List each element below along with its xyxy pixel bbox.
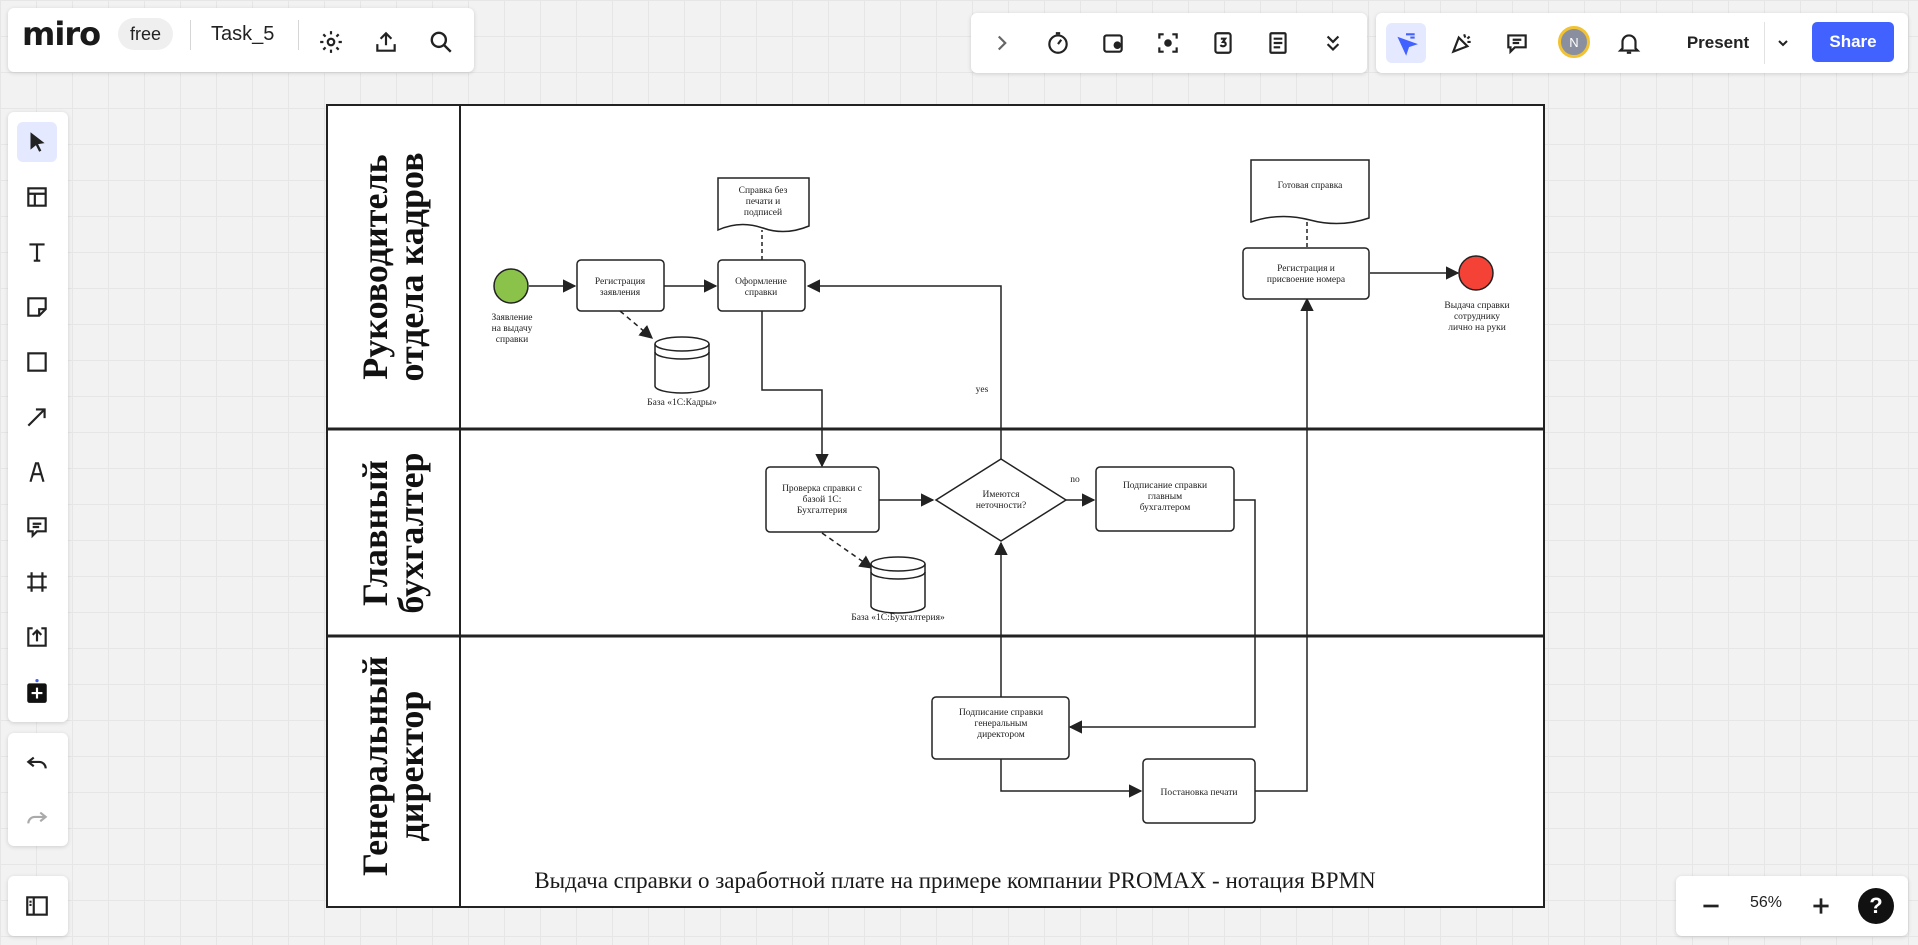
sidebar-icon <box>26 896 48 916</box>
select-tool-button[interactable] <box>17 122 57 162</box>
board-name[interactable]: Task_5 <box>211 23 275 45</box>
database-acc[interactable] <box>870 564 926 614</box>
comment-tool-button[interactable] <box>17 507 57 547</box>
minus-icon <box>1703 904 1719 908</box>
redo-icon <box>27 811 48 824</box>
task-sign-director[interactable] <box>931 696 1070 760</box>
calendar-icon <box>1214 32 1232 54</box>
help-button[interactable]: ? <box>1858 888 1894 924</box>
notes-icon <box>1269 32 1287 54</box>
text-icon <box>29 243 45 262</box>
focus-button[interactable] <box>1148 23 1188 63</box>
more-tools-button[interactable] <box>1313 23 1353 63</box>
task-stamp[interactable] <box>1142 758 1256 824</box>
task-drafting[interactable] <box>717 259 806 312</box>
divider <box>298 20 299 50</box>
gateway-inaccuracies[interactable] <box>934 458 1068 542</box>
undo-button[interactable] <box>17 743 57 783</box>
more-icon <box>1326 35 1340 52</box>
undo-icon <box>26 756 47 769</box>
present-button[interactable]: Present <box>1686 33 1750 52</box>
plus-icon <box>1813 898 1829 914</box>
upload-icon <box>27 627 47 647</box>
pen-tool-button[interactable] <box>17 452 57 492</box>
frame-icon <box>27 572 47 592</box>
arrow-tool-button[interactable] <box>17 397 57 437</box>
sticky-note-icon <box>27 297 47 317</box>
task-sign-chief-accountant[interactable] <box>1095 466 1235 532</box>
database-hr[interactable] <box>654 344 710 394</box>
task-register-number[interactable] <box>1242 247 1370 300</box>
pen-icon <box>29 462 45 483</box>
templates-tool-button[interactable] <box>17 177 57 217</box>
history-toolbar <box>8 733 68 846</box>
sticky-note-tool-button[interactable] <box>17 287 57 327</box>
document-ready[interactable] <box>1250 159 1370 225</box>
user-avatar[interactable]: N <box>1558 26 1590 58</box>
notes-button[interactable] <box>1258 23 1298 63</box>
search-button[interactable] <box>421 22 461 62</box>
calendar-button[interactable] <box>1203 23 1243 63</box>
reactions-button[interactable] <box>1442 23 1482 63</box>
search-icon <box>430 31 452 53</box>
notifications-button[interactable] <box>1609 23 1649 63</box>
cursor-lines-icon <box>1397 33 1418 56</box>
expand-toolbar-button[interactable] <box>982 23 1022 63</box>
voting-button[interactable] <box>1093 23 1133 63</box>
frame-tool-button[interactable] <box>17 562 57 602</box>
cursor-tracking-button[interactable] <box>1386 23 1426 63</box>
focus-icon <box>1158 33 1178 53</box>
zoom-level[interactable]: 56% <box>1750 894 1783 911</box>
cursor-icon <box>30 132 45 152</box>
chevron-down-icon <box>1778 40 1788 47</box>
settings-icon <box>320 31 342 53</box>
board-header-panel <box>8 8 474 72</box>
shape-tool-button[interactable] <box>17 342 57 382</box>
upload-button[interactable] <box>366 22 406 62</box>
task-check[interactable] <box>765 466 880 533</box>
plan-badge[interactable]: free <box>118 18 174 50</box>
timer-icon <box>1048 32 1068 54</box>
templates-icon <box>27 187 47 207</box>
upload-icon <box>376 31 396 52</box>
board-list-toggle-button[interactable] <box>17 886 57 926</box>
task-registration[interactable] <box>576 259 665 312</box>
comment-icon <box>1507 34 1527 55</box>
start-event[interactable] <box>493 268 529 304</box>
board-list-toggle-panel <box>8 876 68 936</box>
comments-button[interactable] <box>1497 23 1537 63</box>
zoom-in-button[interactable] <box>1801 886 1841 926</box>
diagram-caption: Выдача справки о заработной плате на при… <box>534 868 1376 893</box>
divider <box>190 20 191 50</box>
arrow-icon <box>27 408 46 427</box>
document-draft[interactable] <box>717 177 810 233</box>
present-options-button[interactable] <box>1764 22 1801 64</box>
redo-button[interactable] <box>17 798 57 838</box>
end-event[interactable] <box>1458 255 1494 291</box>
comment-icon <box>27 517 47 539</box>
pool-frame[interactable] <box>326 104 1545 908</box>
party-popper-icon <box>1451 33 1471 54</box>
plus-square-icon <box>27 679 47 703</box>
bell-icon <box>1617 34 1641 54</box>
miro-logo[interactable]: miro <box>22 15 101 53</box>
zoom-out-button[interactable] <box>1691 886 1731 926</box>
share-button[interactable]: Share <box>1812 22 1894 62</box>
upload-tool-button[interactable] <box>17 617 57 657</box>
voting-icon <box>1103 34 1123 53</box>
square-icon <box>27 352 47 372</box>
settings-button[interactable] <box>311 22 351 62</box>
chevron-right-icon <box>997 35 1007 51</box>
timer-button[interactable] <box>1038 23 1078 63</box>
text-tool-button[interactable] <box>17 232 57 272</box>
more-apps-tool-button[interactable] <box>17 672 57 712</box>
